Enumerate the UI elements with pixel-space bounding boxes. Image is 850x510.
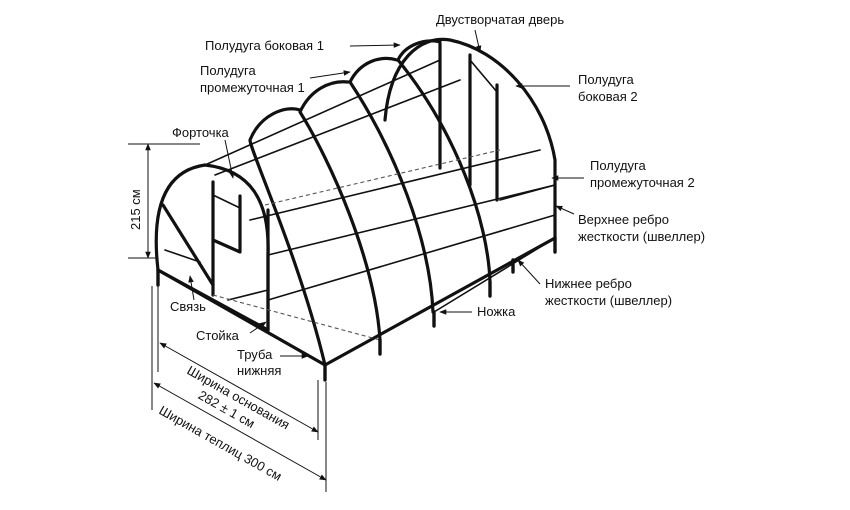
label-half-arc-intermediate-2-line2: промежуточная 2 [590, 175, 695, 190]
label-leg: Ножка [477, 304, 516, 319]
label-half-arc-intermediate-1-line1: Полудуга [200, 63, 256, 78]
height-dimension-label: 215 см [128, 189, 143, 230]
label-half-arc-side-2: Полудуга боковая 2 [578, 72, 638, 104]
label-upper-stiffener-line2: жесткости (швеллер) [578, 229, 705, 244]
label-lower-stiffener-line1: Нижнее ребро [545, 276, 632, 291]
label-lower-stiffener-line2: жесткости (швеллер) [545, 293, 672, 308]
label-half-arc-intermediate-1: Полудуга промежуточная 1 [200, 63, 305, 95]
arc-3 [298, 80, 382, 342]
label-half-arc-intermediate-2-line1: Полудуга [590, 158, 646, 173]
window-cross [212, 194, 241, 209]
window-frame [211, 180, 242, 254]
upper-stiffener-2 [214, 79, 461, 176]
label-half-arc-side-2-line2: боковая 2 [578, 89, 638, 104]
label-upper-stiffener: Верхнее ребро жесткости (швеллер) [578, 212, 705, 244]
back-end-arc [383, 37, 557, 240]
bottom-pipe-right [323, 236, 557, 367]
upper-stiffener-1 [204, 59, 441, 166]
label-half-arc-side-2-line1: Полудуга [578, 72, 634, 87]
label-post: Стойка [196, 328, 240, 343]
label-lower-stiffener: Нижнее ребро жесткости (швеллер) [545, 276, 672, 308]
hidden-line-1 [212, 294, 381, 341]
label-bottom-pipe: Труба нижняя [237, 347, 281, 378]
arc-4 [348, 56, 435, 314]
greenhouse-width-dimension-line [153, 382, 327, 481]
upper-stiffener-4 [267, 184, 556, 256]
front-base [156, 268, 270, 332]
label-half-arc-intermediate-2: Полудуга промежуточная 2 [590, 158, 695, 190]
label-window-vent: Форточка [172, 125, 230, 140]
lower-stiffener [267, 214, 556, 301]
upper-stiffener-3 [249, 149, 541, 221]
arc-5 [396, 39, 492, 284]
label-double-door: Двустворчатая дверь [436, 12, 564, 27]
label-half-arc-side-1: Полудуга боковая 1 [205, 38, 324, 53]
label-bottom-pipe-line2: нижняя [237, 363, 281, 378]
front-tie-2 [164, 249, 201, 263]
label-half-arc-intermediate-1-line2: промежуточная 1 [200, 80, 305, 95]
arc-1 [154, 163, 207, 272]
label-bottom-pipe-line1: Труба [237, 347, 273, 362]
front-tie-3 [227, 289, 269, 301]
label-upper-stiffener-line1: Верхнее ребро [578, 212, 669, 227]
door-cross [469, 59, 498, 93]
hidden-line-2 [264, 149, 501, 206]
front-tie [161, 203, 215, 287]
greenhouse-frame [154, 37, 557, 382]
label-tie: Связь [170, 299, 206, 314]
